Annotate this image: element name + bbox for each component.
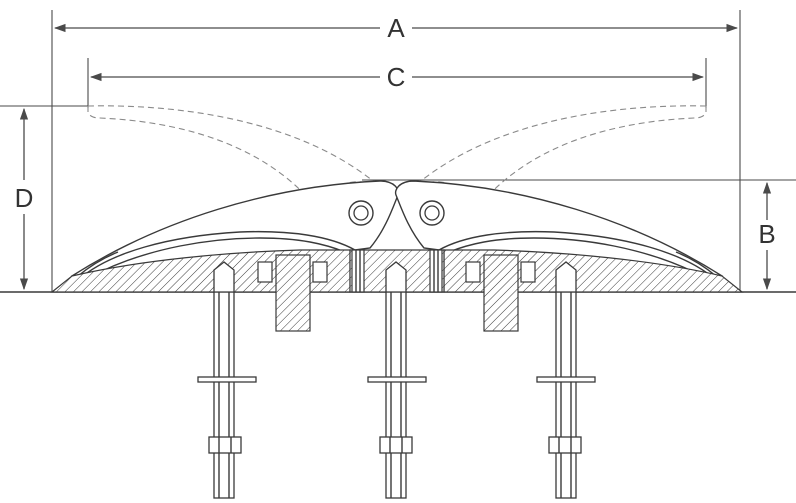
bolt-head-left [213, 261, 235, 293]
label-a: A [387, 13, 405, 43]
horn-left [70, 180, 400, 281]
label-b: B [758, 219, 775, 249]
base-rib-right [483, 254, 519, 332]
label-d: D [15, 183, 34, 213]
anchor-bolt-left [197, 271, 257, 499]
anchor-bolt-right [536, 271, 596, 499]
dimension-b: B [362, 179, 796, 291]
dimension-a: A [51, 10, 741, 292]
cleat-base-section [50, 249, 744, 332]
base-rib-left [275, 254, 311, 332]
label-c: C [387, 62, 406, 92]
anchor-bolt-center [367, 271, 427, 499]
dimension-c: C [87, 58, 707, 108]
horn-right [394, 180, 724, 281]
hinge-pins [348, 200, 445, 226]
dimension-d: D [0, 105, 92, 291]
bolt-head-center [385, 261, 407, 293]
raised-horn-hidden-outline [87, 105, 707, 241]
cleat-horns [70, 180, 724, 281]
bolt-head-right [555, 261, 577, 293]
